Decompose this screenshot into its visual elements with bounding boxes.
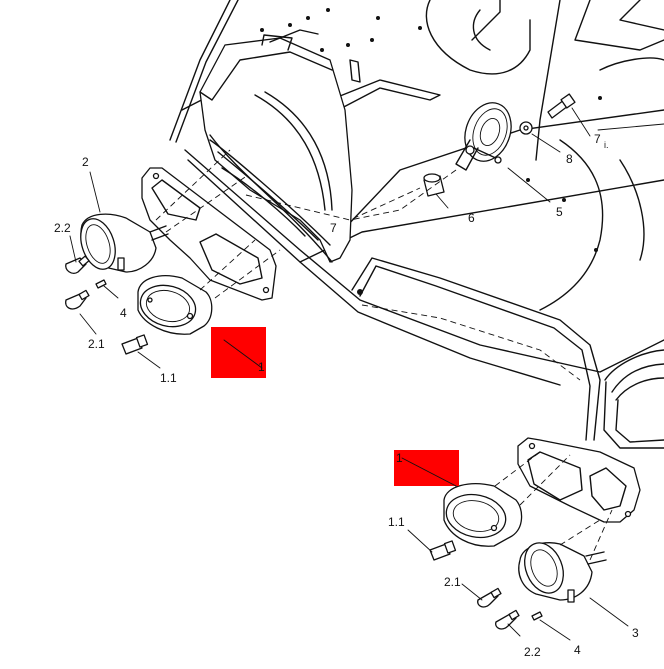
- right-gasket: [517, 437, 641, 523]
- right-bulb-2-2: [495, 609, 520, 630]
- left-bezel-ring: [137, 275, 213, 335]
- bolt: [547, 93, 576, 119]
- callout-5: 5: [556, 205, 563, 219]
- washer: [519, 121, 533, 135]
- right-bezel-ring: [443, 483, 523, 547]
- left-headlamp-assembly: [80, 213, 169, 273]
- callout-8: 8: [566, 152, 573, 166]
- callout-4-right: 4: [574, 643, 581, 657]
- spacer-bushing: [423, 173, 445, 197]
- callout-7-frame: 7: [330, 221, 337, 235]
- left-gasket: [141, 167, 277, 301]
- callout-1-left: 1: [258, 360, 265, 374]
- callout-6: 6: [468, 211, 475, 225]
- callout-1-1-left: 1.1: [160, 371, 177, 385]
- callout-labels: 2 2.2 4 2.1 1.1 1 7 6 5 8 7 i. 1 1.1 2.1…: [54, 132, 639, 659]
- left-headlamp-housing: [199, 29, 353, 263]
- left-screw-4: [95, 279, 107, 289]
- left-bulb-2-2: [65, 255, 90, 274]
- callout-1-1-right: 1.1: [388, 515, 405, 529]
- highlight-box-left: [211, 327, 266, 378]
- callout-2-1-left: 2.1: [88, 337, 105, 351]
- callout-7: 7: [594, 132, 601, 146]
- callout-2-2-right: 2.2: [524, 645, 541, 659]
- highlight-box-right: [394, 450, 459, 486]
- vehicle-frame: [169, 0, 664, 449]
- left-bulb-1-1: [121, 334, 149, 355]
- callout-1-right: 1: [396, 451, 403, 465]
- callout-7-note: i.: [604, 140, 609, 150]
- left-bulb-2-1: [65, 289, 90, 310]
- callout-2-1-right: 2.1: [444, 575, 461, 589]
- right-screw-4: [531, 611, 543, 621]
- callout-2: 2: [82, 155, 89, 169]
- right-headlamp-assembly: [518, 542, 607, 603]
- callout-2-2-left: 2.2: [54, 221, 71, 235]
- assembly-lines: [155, 149, 613, 561]
- right-bulb-1-1: [429, 540, 457, 561]
- right-bulb-2-1: [477, 587, 502, 608]
- callout-3: 3: [632, 626, 639, 640]
- callout-4-left: 4: [120, 306, 127, 320]
- horn: [455, 102, 512, 171]
